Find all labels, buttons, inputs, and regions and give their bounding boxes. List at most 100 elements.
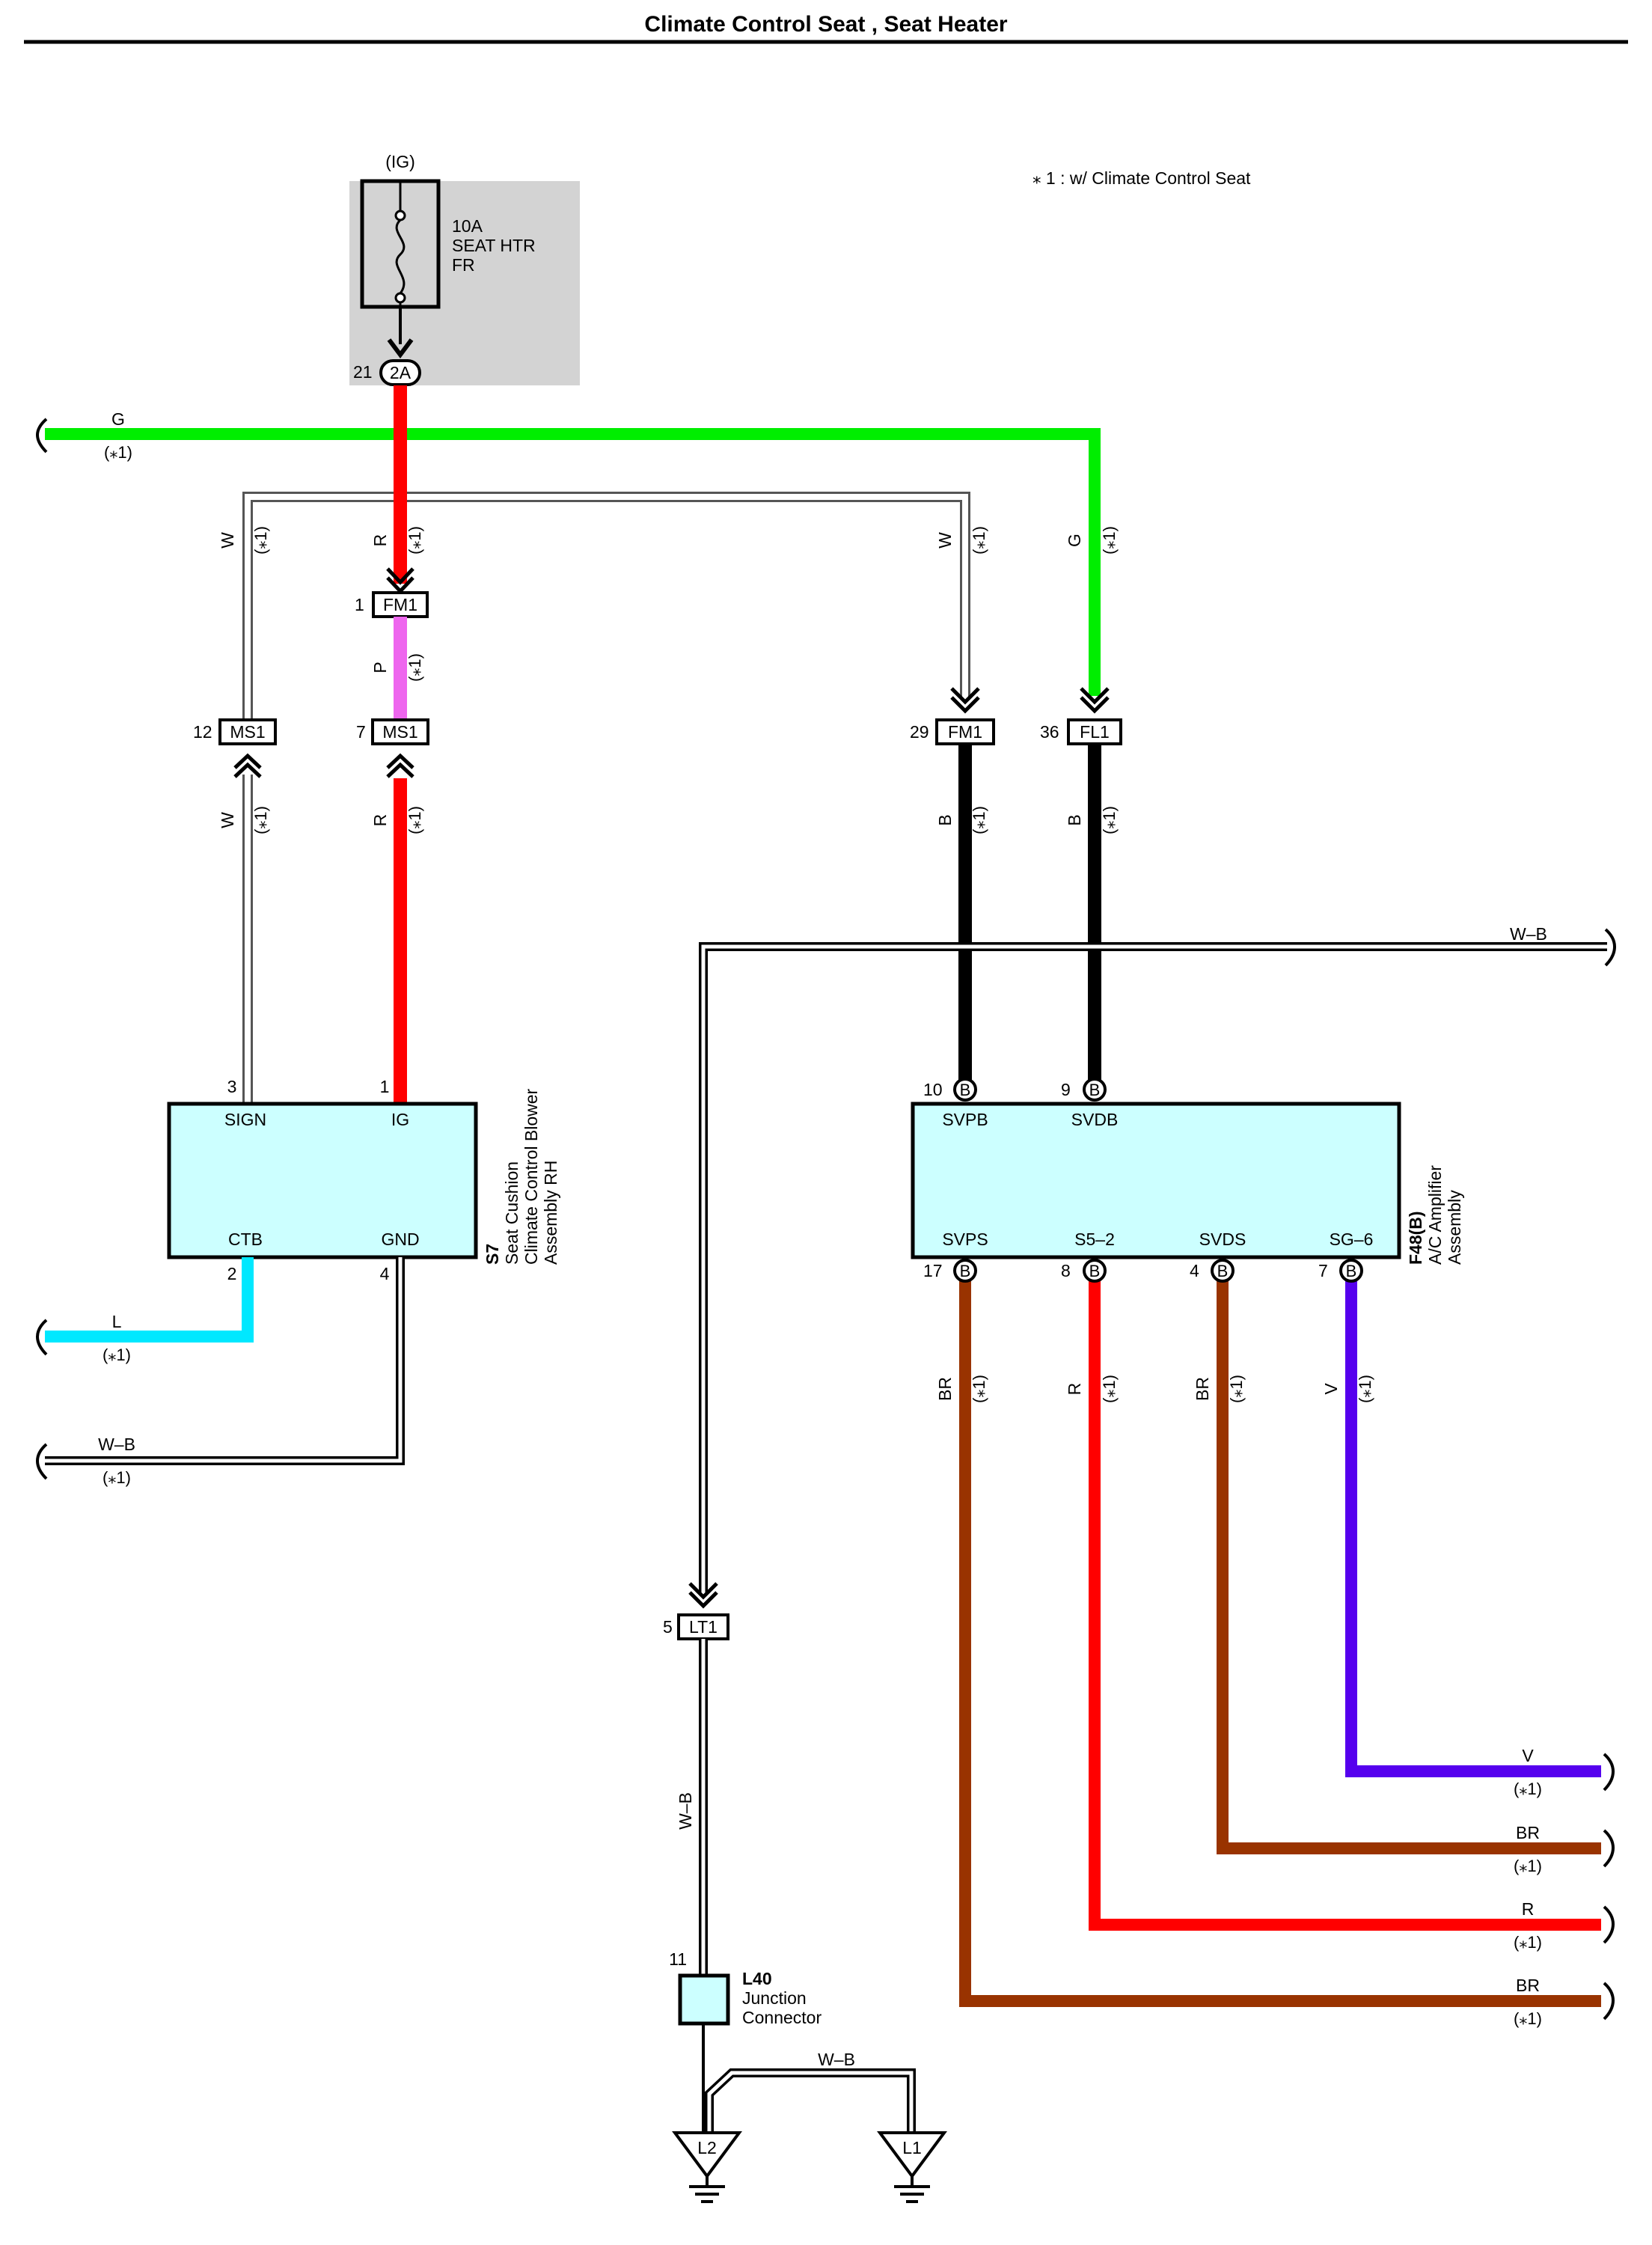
amplifier-box	[911, 1102, 1401, 1259]
fuse-name-line1: SEAT HTR	[452, 236, 536, 255]
fuse-icon	[394, 181, 406, 307]
wire-br-svps	[959, 1281, 1601, 2007]
blower-name-line3: Assembly RH	[541, 1161, 560, 1265]
wire-l-ctb	[45, 1257, 254, 1343]
blower-assembly: 3 1 SIGN IG CTB GND 2 4 S7 Seat Cushion …	[167, 1077, 560, 1283]
wire-break-l	[36, 1319, 48, 1356]
fuse-name-line2: FR	[452, 255, 475, 275]
option-tag-g-right: (⁎1)	[1100, 526, 1119, 555]
amp-pin-circle-svdb	[1083, 1078, 1107, 1102]
ground-l2-label: L2	[697, 2138, 717, 2157]
wire-break-v	[1603, 1753, 1615, 1792]
amp-pin-conn-s5-2: B	[1089, 1262, 1101, 1280]
amplifier-name-line2: Assembly	[1445, 1190, 1464, 1265]
ground-l1-label: L1	[902, 2138, 922, 2157]
blower-code: S7	[483, 1244, 502, 1265]
option-tag-b-1: (⁎1)	[970, 806, 988, 834]
wire-label-w-1: W	[218, 532, 237, 549]
wire-labels-top: W (⁎1) R (⁎1) W (⁎1) G (⁎1) P (⁎1) W (⁎1…	[218, 526, 1119, 834]
amp-pin-num-svps: 17	[923, 1261, 943, 1280]
amp-pin-label-sg-6: SG–6	[1330, 1230, 1374, 1249]
amp-pin-conn-svpb: B	[960, 1081, 971, 1099]
amp-pin-num-svpb: 10	[923, 1080, 943, 1099]
wire-wb-ground	[707, 2071, 914, 2133]
connector-fl1-pin: 36	[1040, 722, 1059, 742]
wire-break-wb-top	[1604, 928, 1616, 967]
option-tag-wb-gnd: (⁎1)	[103, 1468, 131, 1487]
amp-pin-label-s5-2: S5–2	[1074, 1230, 1115, 1249]
blower-pin-label-gnd: GND	[381, 1230, 419, 1249]
amp-pin-conn-svps: B	[960, 1262, 971, 1280]
blower-name-line1: Seat Cushion	[502, 1161, 521, 1265]
connector-fl1-label: FL1	[1080, 722, 1110, 742]
fuse-panel	[349, 181, 580, 385]
wire-v-sg-6	[1345, 1281, 1601, 1777]
amp-pin-circle-svps	[953, 1259, 977, 1283]
wire-g-main	[45, 428, 1101, 696]
arrow-fm1-right-icon	[950, 687, 980, 714]
wire-w-loop	[245, 494, 968, 722]
wire-label-w-3: W	[218, 812, 237, 828]
junction-name-line2: Connector	[742, 2008, 822, 2027]
wire-label-br-3: BR	[1516, 1823, 1540, 1842]
blower-pin-num-ctb: 2	[227, 1264, 237, 1283]
blower-name-line2: Climate Control Blower	[521, 1088, 541, 1265]
arrow-ms1-right-icon	[386, 753, 414, 778]
wire-label-b-2: B	[1065, 814, 1084, 825]
wire-label-r-1: R	[370, 534, 390, 547]
amp-pin-num-sg-6: 7	[1318, 1261, 1328, 1280]
blower-box	[167, 1102, 478, 1259]
option-note: ⁎ 1 : w/ Climate Control Seat	[1032, 168, 1251, 188]
diagram-title: Climate Control Seat , Seat Heater	[644, 12, 1007, 37]
option-tag-w-3: (⁎1)	[251, 806, 270, 834]
blower-pin-label-ig: IG	[391, 1110, 409, 1129]
arrow-lt1-icon	[688, 1582, 718, 1609]
amp-pin-num-s5-2: 8	[1061, 1261, 1071, 1280]
wire-wb-top-outline	[699, 942, 1607, 1594]
blower-pin-label-ctb: CTB	[228, 1230, 263, 1249]
wire-break-br-1	[1603, 1829, 1615, 1868]
wire-label-p: P	[370, 662, 390, 673]
junction-name-line1: Junction	[742, 1988, 807, 2008]
amplifier-name-line1: A/C Amplifier	[1425, 1165, 1445, 1265]
wire-break-g-left	[36, 418, 48, 453]
connector-ms1-right	[371, 718, 429, 745]
wire-r-s5-2	[1089, 1281, 1601, 1931]
junction-code: L40	[742, 1969, 772, 1988]
option-tag-br-3: (⁎1)	[1514, 1857, 1542, 1875]
option-tag-r-3: (⁎1)	[1100, 1375, 1119, 1403]
wire-label-r-4: R	[1522, 1899, 1535, 1919]
connector-fm1-top-pin: 1	[355, 595, 364, 614]
amp-pin-num-svdb: 9	[1061, 1080, 1071, 1099]
blower-pin-label-sign: SIGN	[224, 1110, 266, 1129]
fuse-pin-num: 21	[353, 362, 373, 382]
amp-pin-num-svds: 4	[1190, 1261, 1199, 1280]
amplifier-code: F48(B)	[1406, 1211, 1425, 1265]
wire-label-b-1: B	[935, 814, 955, 825]
ground-l2-icon: L2	[672, 2131, 742, 2203]
option-tag-v-1: (⁎1)	[1356, 1375, 1374, 1403]
connector-fm1-top-label: FM1	[383, 595, 417, 614]
option-tag-w-2: (⁎1)	[970, 526, 988, 555]
option-tag-r-1: (⁎1)	[406, 526, 424, 555]
option-tag-r-4: (⁎1)	[1514, 1933, 1542, 1952]
wire-label-g-right: G	[1065, 534, 1084, 547]
amp-pin-label-svdb: SVDB	[1071, 1110, 1119, 1129]
ac-amplifier: B 10 SVPB B 9 SVDB SVPS S5–2 SVDS SG–6 F…	[911, 1078, 1464, 1265]
arrow-ms1-left-icon	[233, 753, 262, 778]
connector-ms1-left-pin: 12	[193, 722, 212, 742]
junction-pin: 11	[669, 1949, 687, 1969]
ground-l1-icon: L1	[877, 2131, 947, 2203]
wire-label-l: L	[112, 1312, 122, 1331]
amp-pin-circle-svpb	[953, 1078, 977, 1102]
amp-pin-label-svds: SVDS	[1199, 1230, 1246, 1249]
amp-pin-label-svpb: SVPB	[942, 1110, 988, 1129]
wire-wb-ground-outline	[705, 2068, 916, 2133]
wire-label-br-1: BR	[935, 1377, 955, 1401]
wire-label-w-2: W	[935, 532, 955, 549]
wire-labels-amp-bottom: BR (⁎1) R (⁎1) BR (⁎1) V (⁎1)	[935, 1375, 1374, 1403]
wire-label-br-4: BR	[1516, 1976, 1540, 1995]
wire-label-v-2: V	[1522, 1746, 1534, 1765]
amp-pin-circle-sg-6	[1339, 1259, 1363, 1283]
option-tag-br-2: (⁎1)	[1227, 1375, 1246, 1403]
